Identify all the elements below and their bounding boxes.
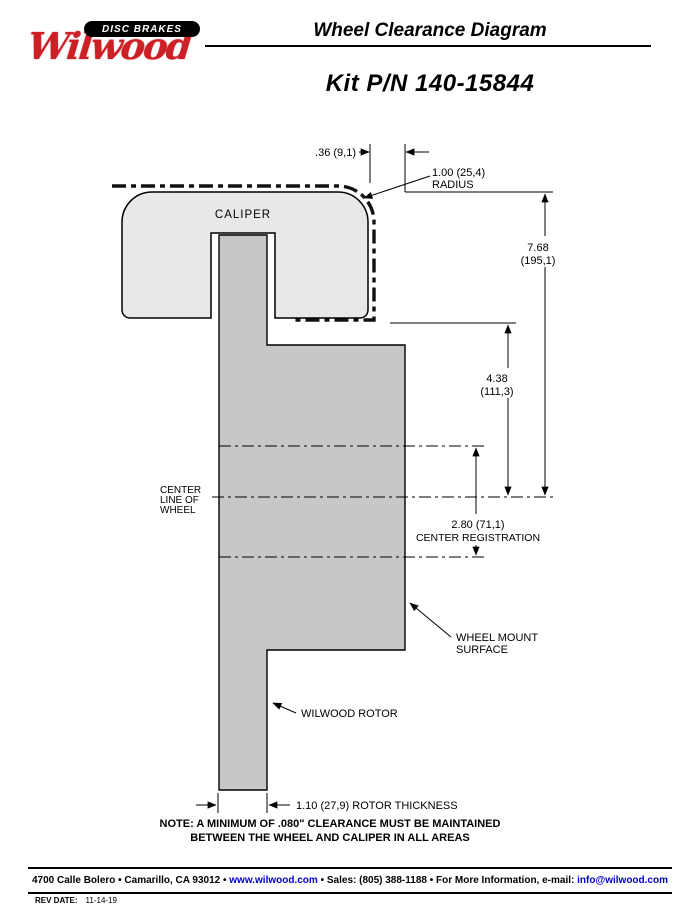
footer-contact-line: 4700 Calle Bolero • Camarillo, CA 93012 … <box>0 875 700 886</box>
page-title: Wheel Clearance Diagram <box>313 20 547 41</box>
wilwood-logo: DISC BRAKES Wilwood <box>26 14 203 68</box>
rotor-label: WILWOOD ROTOR <box>301 708 398 720</box>
dim-mid-value: 4.38 <box>486 373 507 385</box>
dim-mid-metric: (111,3) <box>480 386 513 398</box>
note-line-2: BETWEEN THE WHEEL AND CALIPER IN ALL ARE… <box>190 831 470 844</box>
dim-rotor-thickness-label: 1.10 (27,9) ROTOR THICKNESS <box>296 800 458 812</box>
footer-address-text: 4700 Calle Bolero • Camarillo, CA 93012 … <box>32 875 230 886</box>
wheel-clearance-diagram: CALIPER .36 (9,1) 1.00 (25,4) RADIUS 7.6… <box>112 144 556 813</box>
dim-overall-value: 7.68 <box>527 242 548 254</box>
dim-overall-metric: (195,1) <box>521 255 556 267</box>
radius-leader-line <box>363 175 431 199</box>
header-divider <box>205 45 651 47</box>
note-line-1: NOTE: A MINIMUM OF .080" CLEARANCE MUST … <box>159 818 501 830</box>
centerline-label-1: CENTER <box>160 485 201 496</box>
clearance-note: NOTE: A MINIMUM OF .080" CLEARANCE MUST … <box>30 818 630 845</box>
footer-divider-bottom <box>28 892 672 894</box>
rev-date-label: REV DATE: <box>35 896 78 905</box>
revision-line: REV DATE: 11-14-19 <box>35 896 117 905</box>
website-link[interactable]: www.wilwood.com <box>229 875 318 886</box>
rotor-hat-section <box>218 234 406 791</box>
dim-radius-value: 1.00 (25,4) <box>432 167 485 179</box>
rev-date-value: 11-14-19 <box>85 896 117 905</box>
wheel-mount-label-2: SURFACE <box>456 644 508 656</box>
email-link[interactable]: info@wilwood.com <box>577 875 668 886</box>
dim-center-reg-label: CENTER REGISTRATION <box>416 532 540 544</box>
centerline-label-3: WHEEL <box>160 505 196 516</box>
wheel-clearance-phantom-line <box>112 184 376 322</box>
caliper-body <box>121 191 369 319</box>
wheel-mount-label-1: WHEEL MOUNT <box>456 632 538 644</box>
rotor-leader-line <box>272 702 297 714</box>
dim-center-reg-value: 2.80 (71,1) <box>451 519 504 531</box>
footer-divider-top <box>28 867 672 869</box>
wheel-mount-leader-line <box>409 602 452 638</box>
disc-brakes-banner: DISC BRAKES <box>84 21 200 37</box>
dim-radius-word: RADIUS <box>432 179 474 191</box>
caliper-label: CALIPER <box>215 209 271 221</box>
kit-part-number: Kit P/N 140-15844 <box>325 70 535 97</box>
footer-sales-text: • Sales: (805) 388-1188 • For More Infor… <box>317 875 578 886</box>
dim-top-offset-label: .36 (9,1) <box>315 147 356 159</box>
centerline-label-2: LINE OF <box>160 495 199 506</box>
